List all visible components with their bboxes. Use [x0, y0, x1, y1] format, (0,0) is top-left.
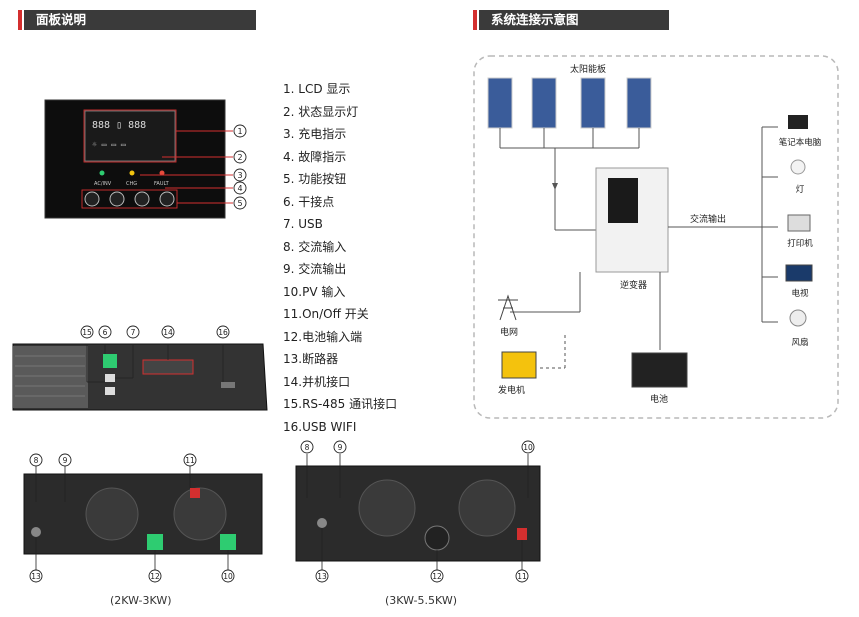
side-view-diagram: 15 6 7 14 16	[12, 325, 268, 411]
load-light-label: 灯	[796, 184, 805, 195]
battery-icon	[631, 352, 688, 388]
legend-item: 13.断路器	[283, 352, 339, 366]
callout-12: 12	[432, 572, 442, 581]
callout-7: 7	[131, 328, 136, 337]
callout-10: 10	[523, 443, 533, 452]
tv-icon	[785, 264, 813, 282]
rear-view-large: 8 9 10 13 12 11	[295, 440, 541, 583]
callout-2: 2	[237, 153, 242, 162]
legend-item: 8. 交流输入	[283, 239, 347, 254]
inverter-icon	[595, 167, 669, 273]
front-panel-diagram: 888 ▯ 888 ☼ ▭ ▭ ▭ AC/INV CHG FAULT 1 2 3…	[44, 99, 247, 219]
load-fan-label: 风扇	[791, 337, 808, 348]
solar-label: 太阳能板	[570, 63, 606, 75]
generator-label: 发电机	[498, 384, 525, 396]
callout-5: 5	[237, 199, 242, 208]
legend-item: 10.PV 输入	[283, 284, 346, 299]
printer-icon	[787, 214, 811, 232]
system-section-title: 系统连接示意图	[473, 10, 669, 30]
panel-legend: 1. LCD 显示 2. 状态显示灯 3. 充电指示 4. 故障指示 5. 功能…	[283, 78, 397, 438]
callout-16: 16	[218, 328, 228, 337]
fan-icon	[789, 309, 807, 327]
callout-12: 12	[150, 572, 160, 581]
rear-small-caption: (2KW-3KW)	[110, 594, 172, 607]
system-diagram: 太阳能板 逆变器 交流输出 电网 发电机 电池	[473, 55, 839, 419]
panel-section-title: 面板说明	[18, 10, 256, 30]
callout-13: 13	[317, 572, 327, 581]
legend-item: 7. USB	[283, 217, 323, 231]
rear-view-small: 8 9 11 13 12 10	[23, 453, 263, 583]
legend-item: 4. 故障指示	[283, 149, 347, 164]
callout-9: 9	[338, 443, 343, 452]
callout-15: 15	[82, 328, 92, 337]
callout-1: 1	[237, 127, 242, 136]
callout-3: 3	[237, 171, 242, 180]
inverter-label: 逆变器	[620, 279, 647, 291]
legend-item: 16.USB WIFI	[283, 419, 357, 434]
legend-item: 15.RS-485 通讯接口	[283, 397, 398, 411]
grid-tower-icon	[498, 294, 518, 321]
solar-panel-icon	[487, 77, 652, 129]
legend-item: 5. 功能按钮	[283, 172, 347, 186]
svg-text:☼ ▭ ▭ ▭: ☼ ▭ ▭ ▭	[92, 140, 126, 149]
callout-4: 4	[237, 184, 242, 193]
rear-large-caption: (3KW-5.5KW)	[385, 594, 457, 607]
battery-label: 电池	[650, 393, 668, 405]
svg-text:888 ▯ 888: 888 ▯ 888	[92, 120, 146, 131]
ac-output-label: 交流输出	[690, 213, 726, 225]
callout-11: 11	[517, 572, 527, 581]
callout-8: 8	[305, 443, 310, 452]
callout-6: 6	[103, 328, 108, 337]
callout-13: 13	[31, 572, 41, 581]
legend-item: 9. 交流输出	[283, 262, 347, 276]
indicator-ac-inv: AC/INV	[94, 181, 112, 187]
indicator-fault: FAULT	[154, 181, 170, 187]
legend-item: 12.电池输入端	[283, 329, 363, 344]
load-laptop-label: 笔记本电脑	[779, 137, 822, 148]
legend-item: 3. 充电指示	[283, 127, 347, 141]
load-printer-label: 打印机	[787, 238, 813, 249]
bulb-icon	[790, 159, 806, 175]
legend-item: 11.On/Off 开关	[283, 307, 369, 321]
load-tv-label: 电视	[791, 288, 809, 299]
indicator-chg: CHG	[126, 181, 137, 187]
laptop-icon	[788, 115, 808, 129]
legend-item: 2. 状态显示灯	[283, 104, 359, 119]
callout-14: 14	[163, 328, 173, 337]
callout-9: 9	[63, 456, 68, 465]
callout-11: 11	[185, 456, 195, 465]
legend-item: 14.并机接口	[283, 374, 351, 389]
legend-item: 1. LCD 显示	[283, 82, 351, 96]
legend-item: 6. 干接点	[283, 194, 335, 209]
callout-8: 8	[34, 456, 39, 465]
generator-icon	[501, 351, 537, 379]
callout-10: 10	[223, 572, 233, 581]
grid-label: 电网	[500, 326, 518, 338]
